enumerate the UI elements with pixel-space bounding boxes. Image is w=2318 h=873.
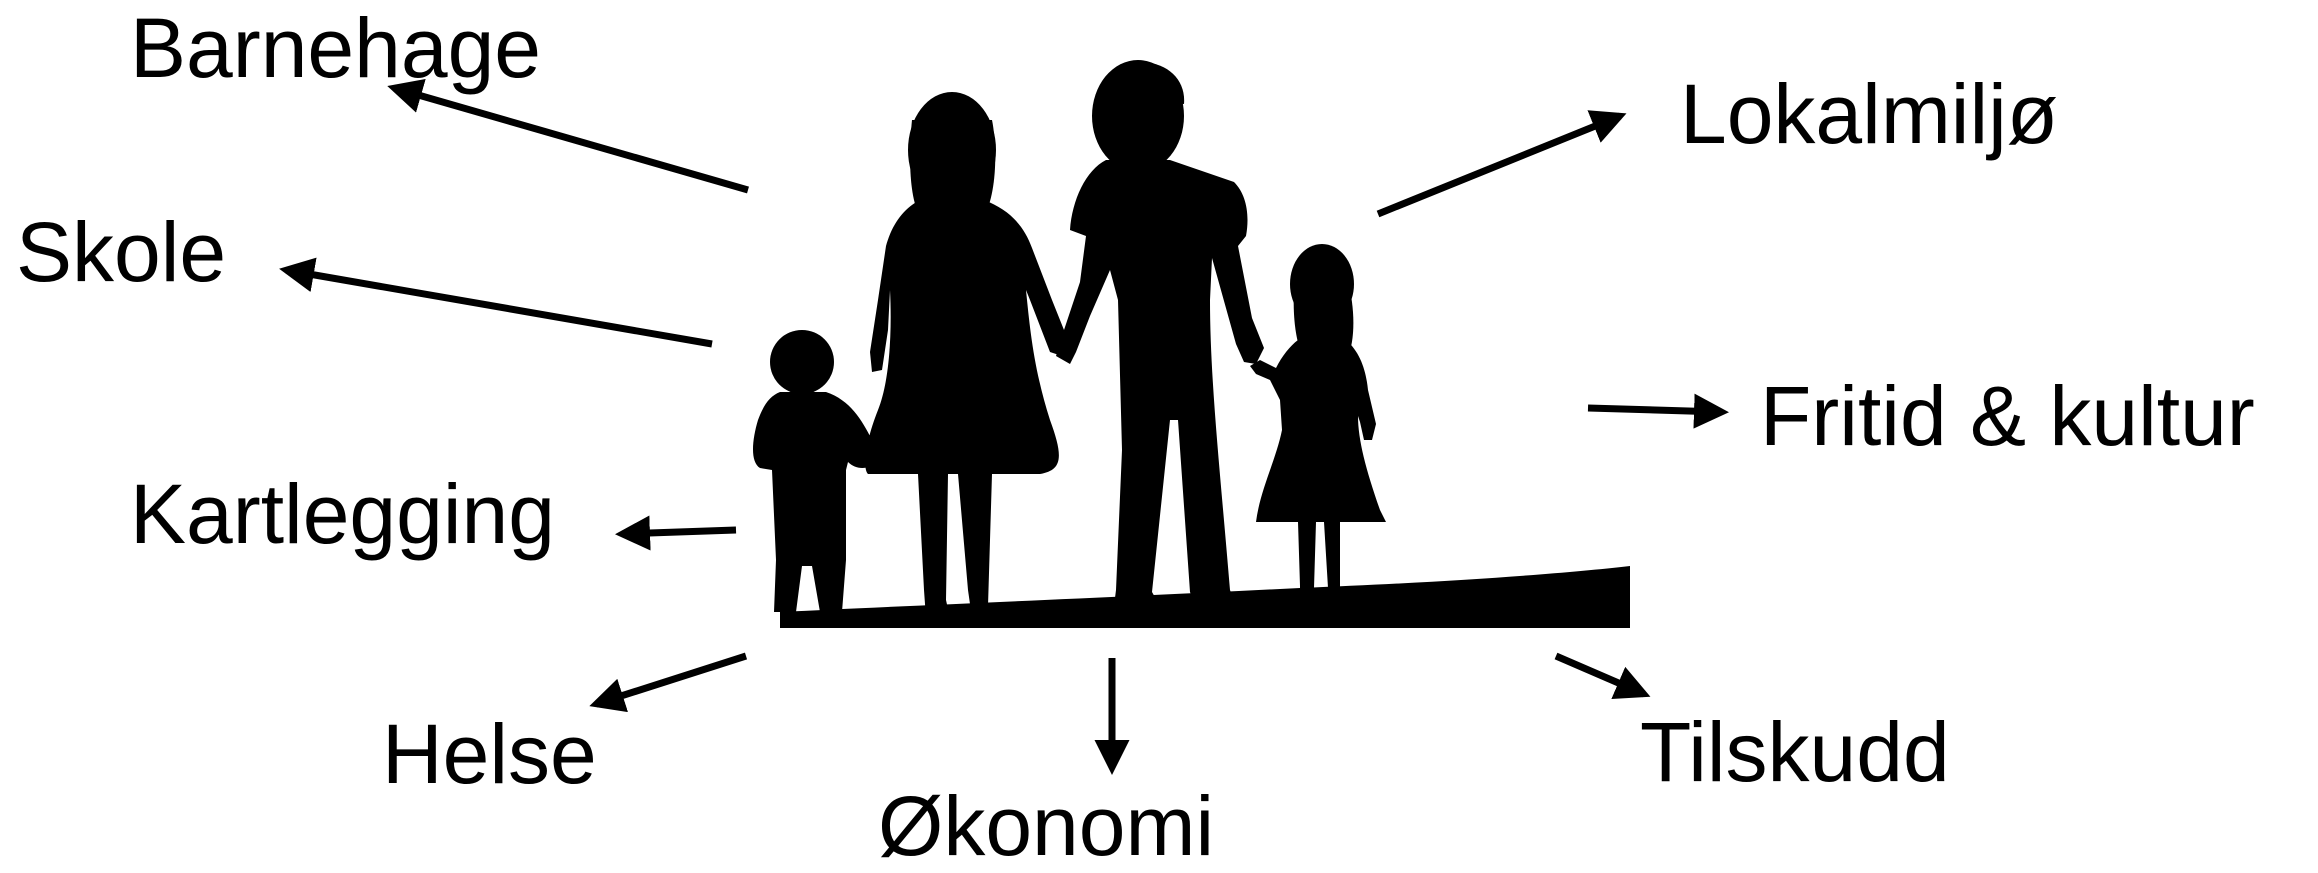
arrow-to-tilskudd [1554,652,1651,699]
label-fritid-kultur: Fritid & kultur [1760,369,2255,463]
label-skole: Skole [16,205,227,299]
label-okonomi: Økonomi [878,779,1215,873]
arrow-to-barnehage [387,78,749,194]
arrow-to-lokalmiljo [1376,110,1627,218]
arrow-to-helse [589,652,748,713]
arrow-to-fritid [1587,393,1729,429]
arrow-to-skole [279,257,713,348]
label-barnehage: Barnehage [130,1,542,95]
label-lokalmiljo: Lokalmiljø [1680,67,2059,161]
label-helse: Helse [382,707,597,801]
arrow-to-kartlegging [615,515,737,551]
label-kartlegging: Kartlegging [130,467,555,561]
label-tilskudd: Tilskudd [1640,705,1950,799]
family-silhouette-icon [753,60,1386,618]
